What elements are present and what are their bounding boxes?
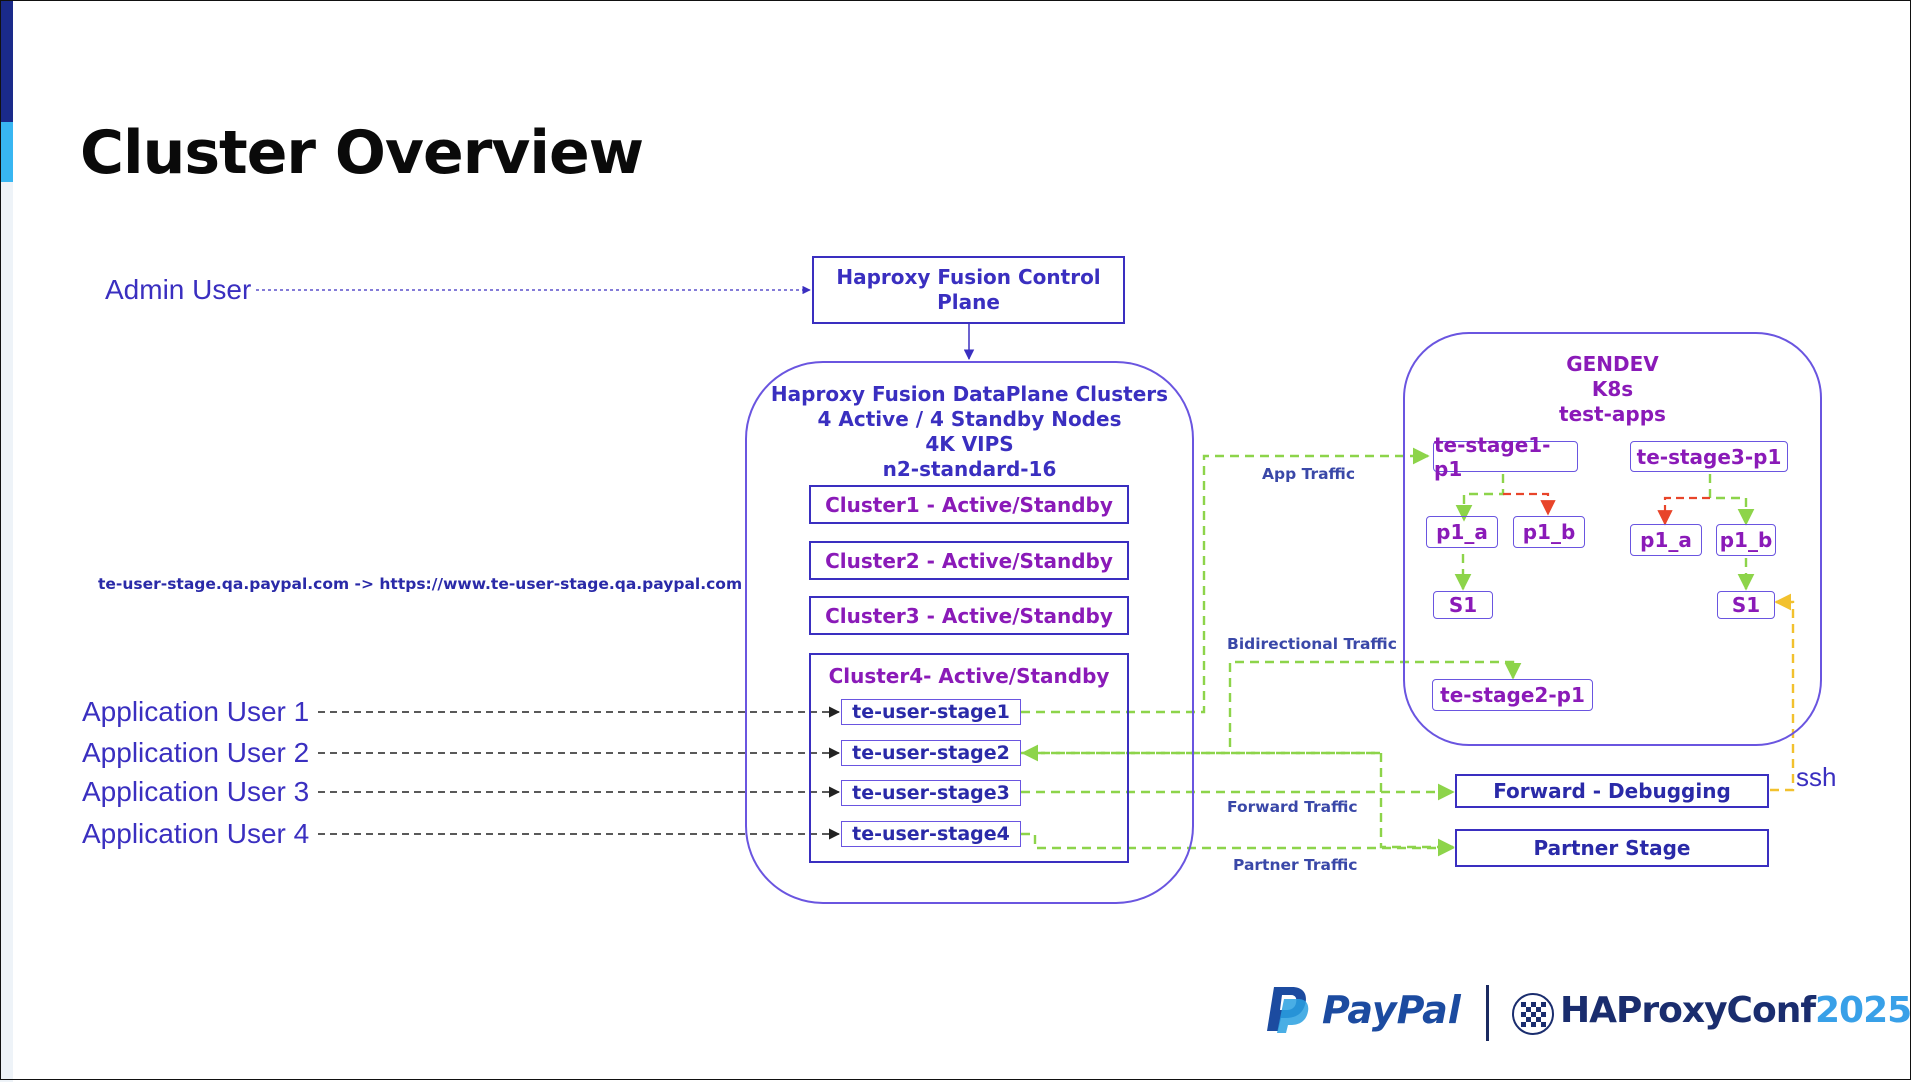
- cluster4-box: [809, 653, 1129, 863]
- control-plane-label: Haproxy Fusion Control Plane: [836, 265, 1101, 314]
- te-stage1-box: te-stage1-p1: [1433, 433, 1578, 481]
- admin-user-label: Admin User: [105, 274, 252, 305]
- partner-stage-label: Partner Stage: [1533, 836, 1691, 860]
- te-stage1-label: te-stage1-p1: [1434, 432, 1551, 481]
- dataplane-header: Haproxy Fusion DataPlane Clusters 4 Acti…: [752, 382, 1187, 482]
- p1a-right-label: p1_a: [1640, 528, 1692, 552]
- app-user-4: Application User 4: [82, 818, 310, 849]
- side-bar-light: [0, 122, 13, 182]
- logo-separator: [1486, 985, 1489, 1041]
- partner-stage-box: Partner Stage: [1455, 829, 1769, 867]
- cluster3-label: Cluster3 - Active/Standby: [825, 603, 1113, 628]
- forward-traffic-label: Forward Traffic: [1227, 798, 1358, 816]
- app-user-2: Application User 2: [82, 737, 310, 768]
- dataplane-vips: 4K VIPS: [925, 432, 1014, 456]
- forward-debugging-label: Forward - Debugging: [1493, 779, 1731, 803]
- stage-3-label: te-user-stage3: [852, 782, 1010, 804]
- gendev-container: [1403, 332, 1822, 746]
- side-bar-dark: [0, 0, 13, 122]
- p1a-left-label: p1_a: [1436, 520, 1488, 544]
- forward-debugging-box: Forward - Debugging: [1455, 774, 1769, 808]
- te-stage2-box: te-stage2-p1: [1432, 679, 1593, 711]
- haproxyconf-year: 2025: [1815, 990, 1912, 1031]
- cluster4-label: Cluster4- Active/Standby: [828, 664, 1110, 688]
- stage-4-label: te-user-stage4: [852, 823, 1010, 845]
- stage-4-box: te-user-stage4: [841, 821, 1021, 847]
- side-bar-pale: [0, 182, 13, 1082]
- cluster1-label: Cluster1 - Active/Standby: [825, 492, 1113, 517]
- ssh-label: ssh: [1796, 762, 1837, 792]
- p1b-right-label: p1_b: [1719, 528, 1773, 552]
- app-traffic-label: App Traffic: [1262, 465, 1356, 483]
- dataplane-container: [745, 361, 1194, 904]
- te-stage2-label: te-stage2-p1: [1440, 683, 1585, 707]
- p1b-right-box: p1_b: [1716, 524, 1776, 556]
- te-stage3-label: te-stage3-p1: [1636, 444, 1782, 469]
- gendev-k8s: K8s: [1591, 377, 1634, 401]
- stage-3-box: te-user-stage3: [841, 780, 1021, 806]
- s1-left-box: S1: [1433, 591, 1493, 619]
- stage-1-label: te-user-stage1: [852, 701, 1010, 723]
- haproxyconf-name: HAProxyConf: [1560, 990, 1816, 1031]
- dataplane-machine: n2-standard-16: [882, 457, 1057, 481]
- cluster3-box: Cluster3 - Active/Standby: [809, 596, 1129, 635]
- haproxy-logo-icon: [1512, 993, 1554, 1035]
- partner-traffic-label: Partner Traffic: [1233, 856, 1358, 874]
- app-user-3: Application User 3: [82, 776, 310, 807]
- te-stage3-box: te-stage3-p1: [1630, 441, 1788, 472]
- url-mapping: te-user-stage.qa.paypal.com -> https://w…: [98, 575, 743, 593]
- paypal-logo-text: PayPal: [1322, 988, 1461, 1032]
- s1-right-box: S1: [1717, 591, 1775, 619]
- dataplane-title: Haproxy Fusion DataPlane Clusters: [770, 382, 1169, 406]
- p1b-left-label: p1_b: [1522, 520, 1576, 544]
- dataplane-nodes: 4 Active / 4 Standby Nodes: [817, 407, 1122, 431]
- gendev-header: GENDEV K8s test-apps: [1403, 352, 1822, 427]
- control-plane-box: Haproxy Fusion Control Plane: [812, 256, 1125, 324]
- gendev-title: GENDEV: [1566, 352, 1659, 376]
- gendev-test-apps: test-apps: [1559, 402, 1666, 426]
- app-user-1: Application User 1: [82, 696, 310, 727]
- cluster2-label: Cluster2 - Active/Standby: [825, 548, 1113, 573]
- paypal-logo-icon: [1267, 987, 1309, 1033]
- p1b-left-box: p1_b: [1513, 516, 1585, 548]
- s1-left-label: S1: [1448, 593, 1478, 617]
- stage-2-label: te-user-stage2: [852, 742, 1010, 764]
- stage-2-box: te-user-stage2: [841, 740, 1021, 766]
- cluster2-box: Cluster2 - Active/Standby: [809, 541, 1129, 580]
- bidirectional-traffic-label: Bidirectional Traffic: [1227, 635, 1397, 653]
- haproxyconf-logo-text: HAProxyConf2025: [1560, 990, 1912, 1031]
- p1a-left-box: p1_a: [1426, 516, 1498, 548]
- cluster1-box: Cluster1 - Active/Standby: [809, 485, 1129, 524]
- page-title: Cluster Overview: [80, 118, 644, 188]
- stage-1-box: te-user-stage1: [841, 699, 1021, 725]
- s1-right-label: S1: [1731, 593, 1761, 617]
- p1a-right-box: p1_a: [1630, 524, 1702, 556]
